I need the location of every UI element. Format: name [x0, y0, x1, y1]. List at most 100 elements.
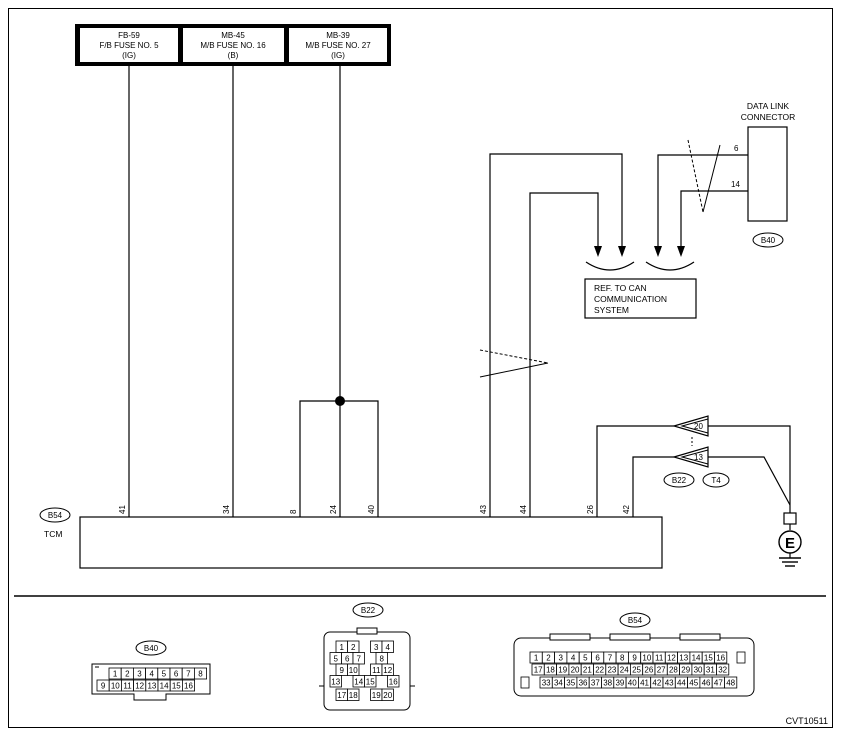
- connector-pin-number: 27: [657, 666, 666, 675]
- connector-pin-number: 28: [669, 666, 678, 675]
- fuse-header: FB-59 F/B FUSE NO. 5 (IG) MB-45 M/B FUSE…: [75, 24, 391, 66]
- can-ref-box: REF. TO CAN COMMUNICATION SYSTEM: [584, 278, 697, 319]
- svg-text:T4: T4: [711, 476, 721, 485]
- connector-pin-number: 18: [349, 691, 358, 700]
- svg-text:F/B FUSE NO. 5: F/B FUSE NO. 5: [99, 41, 159, 50]
- connector-pin-cell: [181, 679, 195, 692]
- svg-text:B54: B54: [48, 511, 63, 520]
- connector-pin-cell: [724, 676, 738, 689]
- connector-pin-number: 8: [198, 670, 203, 679]
- figure-code: CVT10511: [786, 716, 828, 726]
- svg-text:(IG): (IG): [122, 51, 136, 60]
- connector-pin-number: 5: [334, 655, 339, 664]
- wire-tcm-pin26: [596, 425, 674, 517]
- wire-tcm-can-high: [489, 153, 623, 517]
- connector-pin-number: 21: [583, 666, 592, 675]
- svg-text:(IG): (IG): [331, 51, 345, 60]
- connector-pin-number: 39: [615, 679, 624, 688]
- connector-pin-number: 9: [632, 654, 637, 663]
- connector-pin-number: 14: [692, 654, 701, 663]
- wire-ground-b: [708, 456, 791, 506]
- svg-text:COMMUNICATION: COMMUNICATION: [594, 294, 667, 304]
- connector-pin-number: 40: [628, 679, 637, 688]
- connector-pin-number: 20: [571, 666, 580, 675]
- connector-pin-number: 29: [681, 666, 690, 675]
- svg-text:44: 44: [519, 505, 528, 514]
- connector-pin-number: 1: [340, 643, 345, 652]
- joint-connector: 20 13 B22 T4: [596, 415, 791, 517]
- connector-pin-number: 33: [542, 679, 551, 688]
- svg-text:20: 20: [694, 422, 703, 431]
- svg-text:MB-39: MB-39: [326, 31, 350, 40]
- svg-text:M/B FUSE NO. 27: M/B FUSE NO. 27: [305, 41, 371, 50]
- connector-pin-number: 16: [184, 682, 193, 691]
- connector-pin-number: 37: [591, 679, 600, 688]
- tcm-pin-numbers: 41 34 8 24 40 43 44 26 42: [118, 505, 631, 514]
- svg-text:MB-45: MB-45: [221, 31, 245, 40]
- svg-text:43: 43: [479, 505, 488, 514]
- wire-tcm-can-low: [529, 192, 599, 517]
- svg-text:40: 40: [367, 505, 376, 514]
- connector-pin-number: 12: [383, 666, 392, 675]
- svg-text:B54: B54: [628, 616, 643, 625]
- connector-pin-number: 12: [667, 654, 676, 663]
- connector-pin-number: 42: [652, 679, 661, 688]
- connector-pin-number: 4: [386, 643, 391, 652]
- connector-pin-number: 6: [595, 654, 600, 663]
- connector-pin-number: 25: [632, 666, 641, 675]
- connector-pin-number: 3: [137, 670, 142, 679]
- connector-pin-number: 4: [571, 654, 576, 663]
- connector-pin-number: 35: [566, 679, 575, 688]
- svg-text:CONNECTOR: CONNECTOR: [741, 112, 796, 122]
- connector-pin-number: 2: [351, 643, 356, 652]
- connector-pin-number: 9: [340, 666, 345, 675]
- connector-pin-cell: [716, 663, 730, 676]
- connector-pin-cell: [329, 675, 342, 688]
- splice-branch: [299, 396, 379, 517]
- arrow-icon: [618, 246, 626, 257]
- connector-pin-number: 32: [718, 666, 727, 675]
- connector-pin-number: 46: [702, 679, 711, 688]
- connector-pin-number: 13: [679, 654, 688, 663]
- svg-text:14: 14: [731, 180, 740, 189]
- twisted-pair-marker-dlc: [687, 139, 721, 213]
- connector-pin-number: 19: [372, 691, 381, 700]
- svg-text:6: 6: [734, 144, 739, 153]
- svg-text:26: 26: [586, 505, 595, 514]
- connector-pin-number: 15: [172, 682, 181, 691]
- svg-text:DATA LINK: DATA LINK: [747, 101, 790, 111]
- wire-dlc-pin6: [657, 154, 748, 252]
- connector-pin-number: 17: [337, 691, 346, 700]
- diagram-frame: [8, 8, 833, 728]
- connector-pin-cell: [193, 667, 207, 680]
- connector-pin-number: 41: [640, 679, 649, 688]
- connector-pin-number: 13: [147, 682, 156, 691]
- svg-text:REF. TO CAN: REF. TO CAN: [594, 283, 647, 293]
- svg-text:E: E: [785, 535, 795, 552]
- connector-pin-number: 12: [135, 682, 144, 691]
- connector-pin-number: 43: [665, 679, 674, 688]
- connector-pin-number: 16: [716, 654, 725, 663]
- arrow-icon: [594, 246, 602, 257]
- connector-pin-number: 1: [534, 654, 539, 663]
- twisted-pair-marker: [479, 349, 549, 378]
- connector-pin-number: 19: [558, 666, 567, 675]
- svg-text:M/B FUSE NO. 16: M/B FUSE NO. 16: [200, 41, 266, 50]
- connector-pin-number: 8: [620, 654, 625, 663]
- svg-text:FB-59: FB-59: [118, 31, 140, 40]
- svg-text:B22: B22: [672, 476, 687, 485]
- can-connector-arc-2: [645, 261, 695, 271]
- arrow-icon: [677, 246, 685, 257]
- wire-ground-a: [708, 425, 791, 513]
- connector-pin-number: 7: [608, 654, 613, 663]
- tcm-module: B54 TCM 41 34 8 24 40 43 44 26 42: [39, 505, 663, 569]
- connector-pin-number: 36: [579, 679, 588, 688]
- connector-pin-number: 4: [149, 670, 154, 679]
- svg-text:8: 8: [289, 509, 298, 514]
- connector-pin-number: 47: [714, 679, 723, 688]
- connector-pin-number: 1: [113, 670, 118, 679]
- connector-pin-number: 14: [354, 678, 363, 687]
